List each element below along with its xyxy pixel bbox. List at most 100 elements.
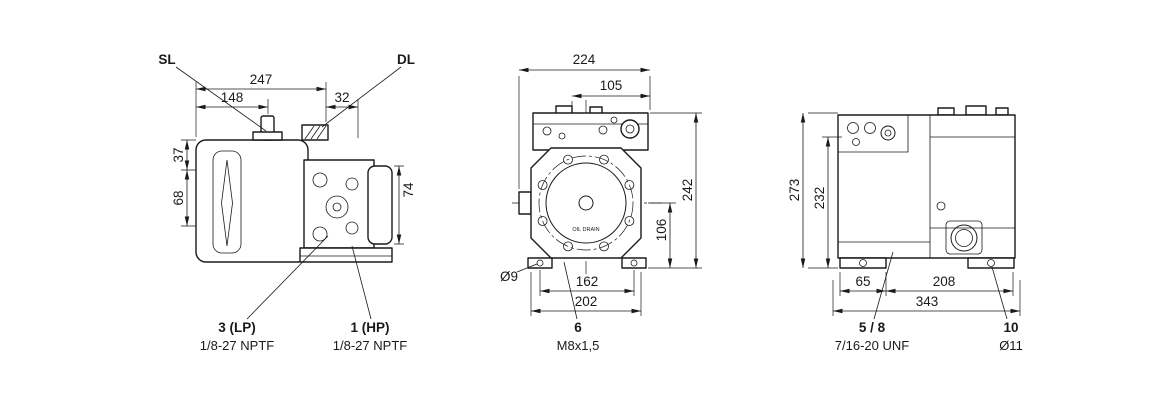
foot-hole	[630, 259, 638, 267]
dim-total-height-front: 242	[648, 112, 702, 269]
leader-line	[246, 235, 329, 320]
head-bolts	[312, 172, 359, 242]
extension-lines	[808, 112, 838, 269]
oil-drain-marking: OIL DRAIN	[572, 227, 599, 233]
dim-label-247: 247	[250, 72, 273, 87]
leader-line	[873, 251, 894, 320]
dim-label-68: 68	[171, 190, 186, 205]
shaft-boss	[325, 195, 349, 219]
suction-line-label: SL	[158, 52, 175, 67]
compressor-rear-body	[837, 105, 1016, 269]
dim-total-length-rear: 343	[832, 280, 1021, 316]
callout-oil-ports: 5 / 8 7/16-20 UNF	[835, 251, 909, 353]
dim-label-208: 208	[933, 274, 956, 289]
compressor-front-body: OIL DRAIN	[512, 100, 662, 274]
leader-line	[351, 245, 372, 320]
bolt-hole	[312, 226, 328, 242]
foot-hole	[987, 259, 995, 267]
dim-total-width-front: 224	[518, 52, 651, 189]
suction-flange	[252, 131, 283, 141]
leader-line	[516, 263, 538, 273]
bolt-hole	[312, 172, 328, 188]
dim-total-height-rear: 273	[787, 112, 838, 269]
extension-lines	[648, 112, 702, 269]
dim-label-148: 148	[221, 90, 244, 105]
leader-line	[175, 66, 267, 132]
oil-sight-glass-inner	[955, 229, 973, 247]
bolt-hole	[610, 116, 618, 124]
dim-label-224: 224	[573, 52, 596, 67]
shaft-hub	[578, 195, 594, 211]
port-labels-side: SL DL	[158, 52, 415, 132]
dim-head-height: 74	[394, 165, 416, 245]
dim-label-273: 273	[787, 179, 802, 202]
terminal-pin	[847, 122, 859, 134]
cable-gland-center	[884, 129, 892, 137]
bolt-hole	[563, 241, 573, 252]
bolt-hole	[558, 132, 566, 140]
suction-port-side	[518, 191, 532, 215]
terminal-pin	[864, 122, 876, 134]
bolt-hole	[345, 221, 359, 235]
foot-hole	[536, 259, 544, 267]
dim-label-106: 106	[654, 219, 669, 242]
bolt-hole	[563, 154, 573, 165]
extension-lines	[267, 99, 359, 138]
bolt-hole	[624, 180, 635, 190]
dim-label-74: 74	[401, 182, 416, 198]
dim-heights-left: 37 68	[171, 139, 196, 227]
shaft-center	[332, 202, 342, 212]
discharge-line-label: DL	[397, 52, 415, 67]
callout-oil-ports-number: 5 / 8	[859, 320, 886, 335]
bolt-hole	[599, 154, 609, 165]
compressor-side-body	[195, 115, 393, 263]
discharge-valve-front	[620, 119, 640, 139]
leader-line	[991, 266, 1008, 320]
bolt-hole	[599, 241, 609, 252]
bolt-hole	[598, 125, 608, 135]
discharge-port	[301, 124, 329, 141]
dim-foot-hole-dia: Ø9	[500, 263, 538, 284]
dim-foot-hole-spacing-front: 162	[539, 270, 635, 296]
suction-port	[252, 115, 283, 141]
callout-lp: 3 (LP) 1/8-27 NPTF	[200, 235, 329, 353]
dim-upper-width-front: 105	[571, 78, 650, 112]
dim-label-dia9: Ø9	[500, 269, 518, 284]
terminal-pin	[852, 138, 860, 146]
dim-foot-offsets-rear: 65 208	[839, 272, 1014, 296]
bolt-hole	[345, 177, 359, 191]
leader-line	[321, 66, 402, 128]
callout-oil-drain: 6 M8x1,5	[557, 261, 599, 353]
callout-lp-number: 3 (LP)	[218, 320, 256, 335]
dim-label-162: 162	[576, 274, 599, 289]
extension-lines	[530, 272, 642, 316]
view-rear: 273 232 65 208 343 5 / 8 7/16-20 UNF 10	[787, 105, 1023, 353]
brand-logo	[221, 159, 233, 247]
view-front: OIL DRAIN 224 105 242 106	[500, 52, 702, 353]
callout-mounting-holes-dia: Ø11	[999, 338, 1023, 353]
cable-gland	[880, 125, 896, 141]
dim-center-height-front: 106	[648, 202, 676, 268]
bearing-cover	[367, 165, 393, 245]
callout-hp-thread: 1/8-27 NPTF	[333, 338, 407, 353]
bolt-circle	[538, 155, 634, 251]
callout-hp: 1 (HP) 1/8-27 NPTF	[333, 245, 407, 353]
bolt-hole	[537, 216, 548, 226]
extension-lines	[518, 76, 651, 189]
top-lug	[965, 105, 987, 116]
dim-label-37: 37	[171, 147, 186, 162]
callout-oil-ports-thread: 7/16-20 UNF	[835, 338, 909, 353]
octagon-housing	[530, 147, 642, 259]
top-lug	[937, 107, 955, 116]
foot	[621, 257, 647, 269]
dim-label-105: 105	[600, 78, 623, 93]
callout-mounting-holes: 10 Ø11	[991, 266, 1023, 353]
dim-body-height-rear: 232	[812, 136, 842, 268]
nameplate	[212, 150, 242, 254]
hatch-lines	[304, 125, 327, 140]
main-housing	[837, 114, 1016, 259]
bolt-hole	[542, 126, 552, 136]
foot	[839, 257, 887, 269]
sight-glass-boss	[945, 220, 983, 255]
